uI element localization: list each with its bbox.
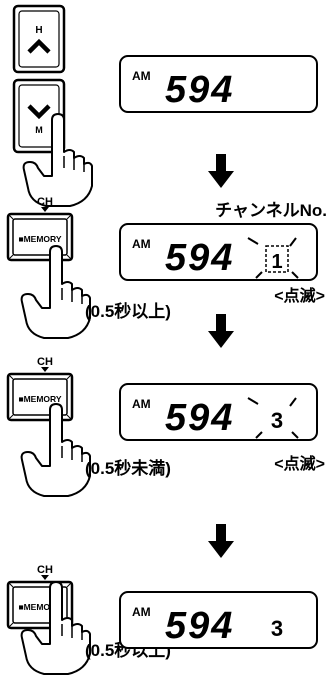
frequency-readout: 594: [165, 397, 234, 439]
triangle-down-icon: [41, 207, 49, 212]
hold-duration-label: (0.5秒以上): [85, 301, 171, 321]
frequency-readout: 594: [165, 69, 234, 111]
chevron-down-icon: [27, 104, 51, 120]
down-arrow-icon: [208, 154, 234, 188]
lcd-display-3: AM 594 3: [119, 383, 318, 441]
ch-label: CH: [37, 196, 53, 208]
ch-label: CH: [37, 356, 53, 368]
memory-button[interactable]: ■MEMORY: [6, 212, 74, 262]
memory-button-label: ■MEMORY: [18, 234, 61, 244]
band-label: AM: [132, 605, 151, 619]
h-button-label: H: [35, 25, 42, 36]
band-label: AM: [132, 237, 151, 251]
channel-number-callout: チャンネルNo.: [215, 201, 327, 220]
band-label: AM: [132, 69, 151, 83]
memory-button[interactable]: ■MEMORY: [6, 580, 74, 630]
step-4: CH ■MEMORY (0.5秒以上) AM 594 3: [6, 564, 318, 675]
hold-duration-label: (0.5秒未満): [85, 458, 171, 478]
memory-button-label: ■MEMORY: [18, 394, 61, 404]
lcd-display-1: AM 594: [119, 55, 318, 113]
down-arrow-icon: [208, 314, 234, 348]
frequency-readout: 594: [165, 237, 234, 279]
lcd-display-2: AM 594 1: [119, 223, 318, 281]
ch-label: CH: [37, 564, 53, 576]
chevron-up-icon: [27, 38, 51, 54]
frequency-readout: 594: [165, 605, 234, 647]
memory-button[interactable]: ■MEMORY: [6, 372, 74, 422]
step-2: CH ■MEMORY (0.5秒以上) チャンネルNo. AM 594 1 <点…: [6, 196, 327, 348]
step-1: H M AM 594: [12, 4, 318, 207]
blink-rays-icon: [247, 397, 299, 439]
channel-highlight-box: [265, 245, 289, 273]
h-button[interactable]: H: [12, 4, 66, 74]
blink-label: <点滅>: [274, 286, 325, 305]
blink-label: <点滅>: [274, 454, 325, 473]
m-button-label: M: [35, 125, 43, 135]
channel-readout: 3: [271, 616, 283, 641]
channel-readout: 3: [271, 408, 283, 433]
blink-rays-icon: [247, 237, 299, 279]
triangle-down-icon: [41, 367, 49, 372]
triangle-down-icon: [41, 575, 49, 580]
down-arrow-icon: [208, 524, 234, 558]
step-3: CH ■MEMORY (0.5秒未満) AM 594 3 <点滅>: [6, 356, 325, 558]
band-label: AM: [132, 397, 151, 411]
lcd-display-4: AM 594 3: [119, 591, 318, 649]
memory-button-label: ■MEMORY: [18, 602, 61, 612]
channel-readout: 1: [271, 251, 282, 273]
